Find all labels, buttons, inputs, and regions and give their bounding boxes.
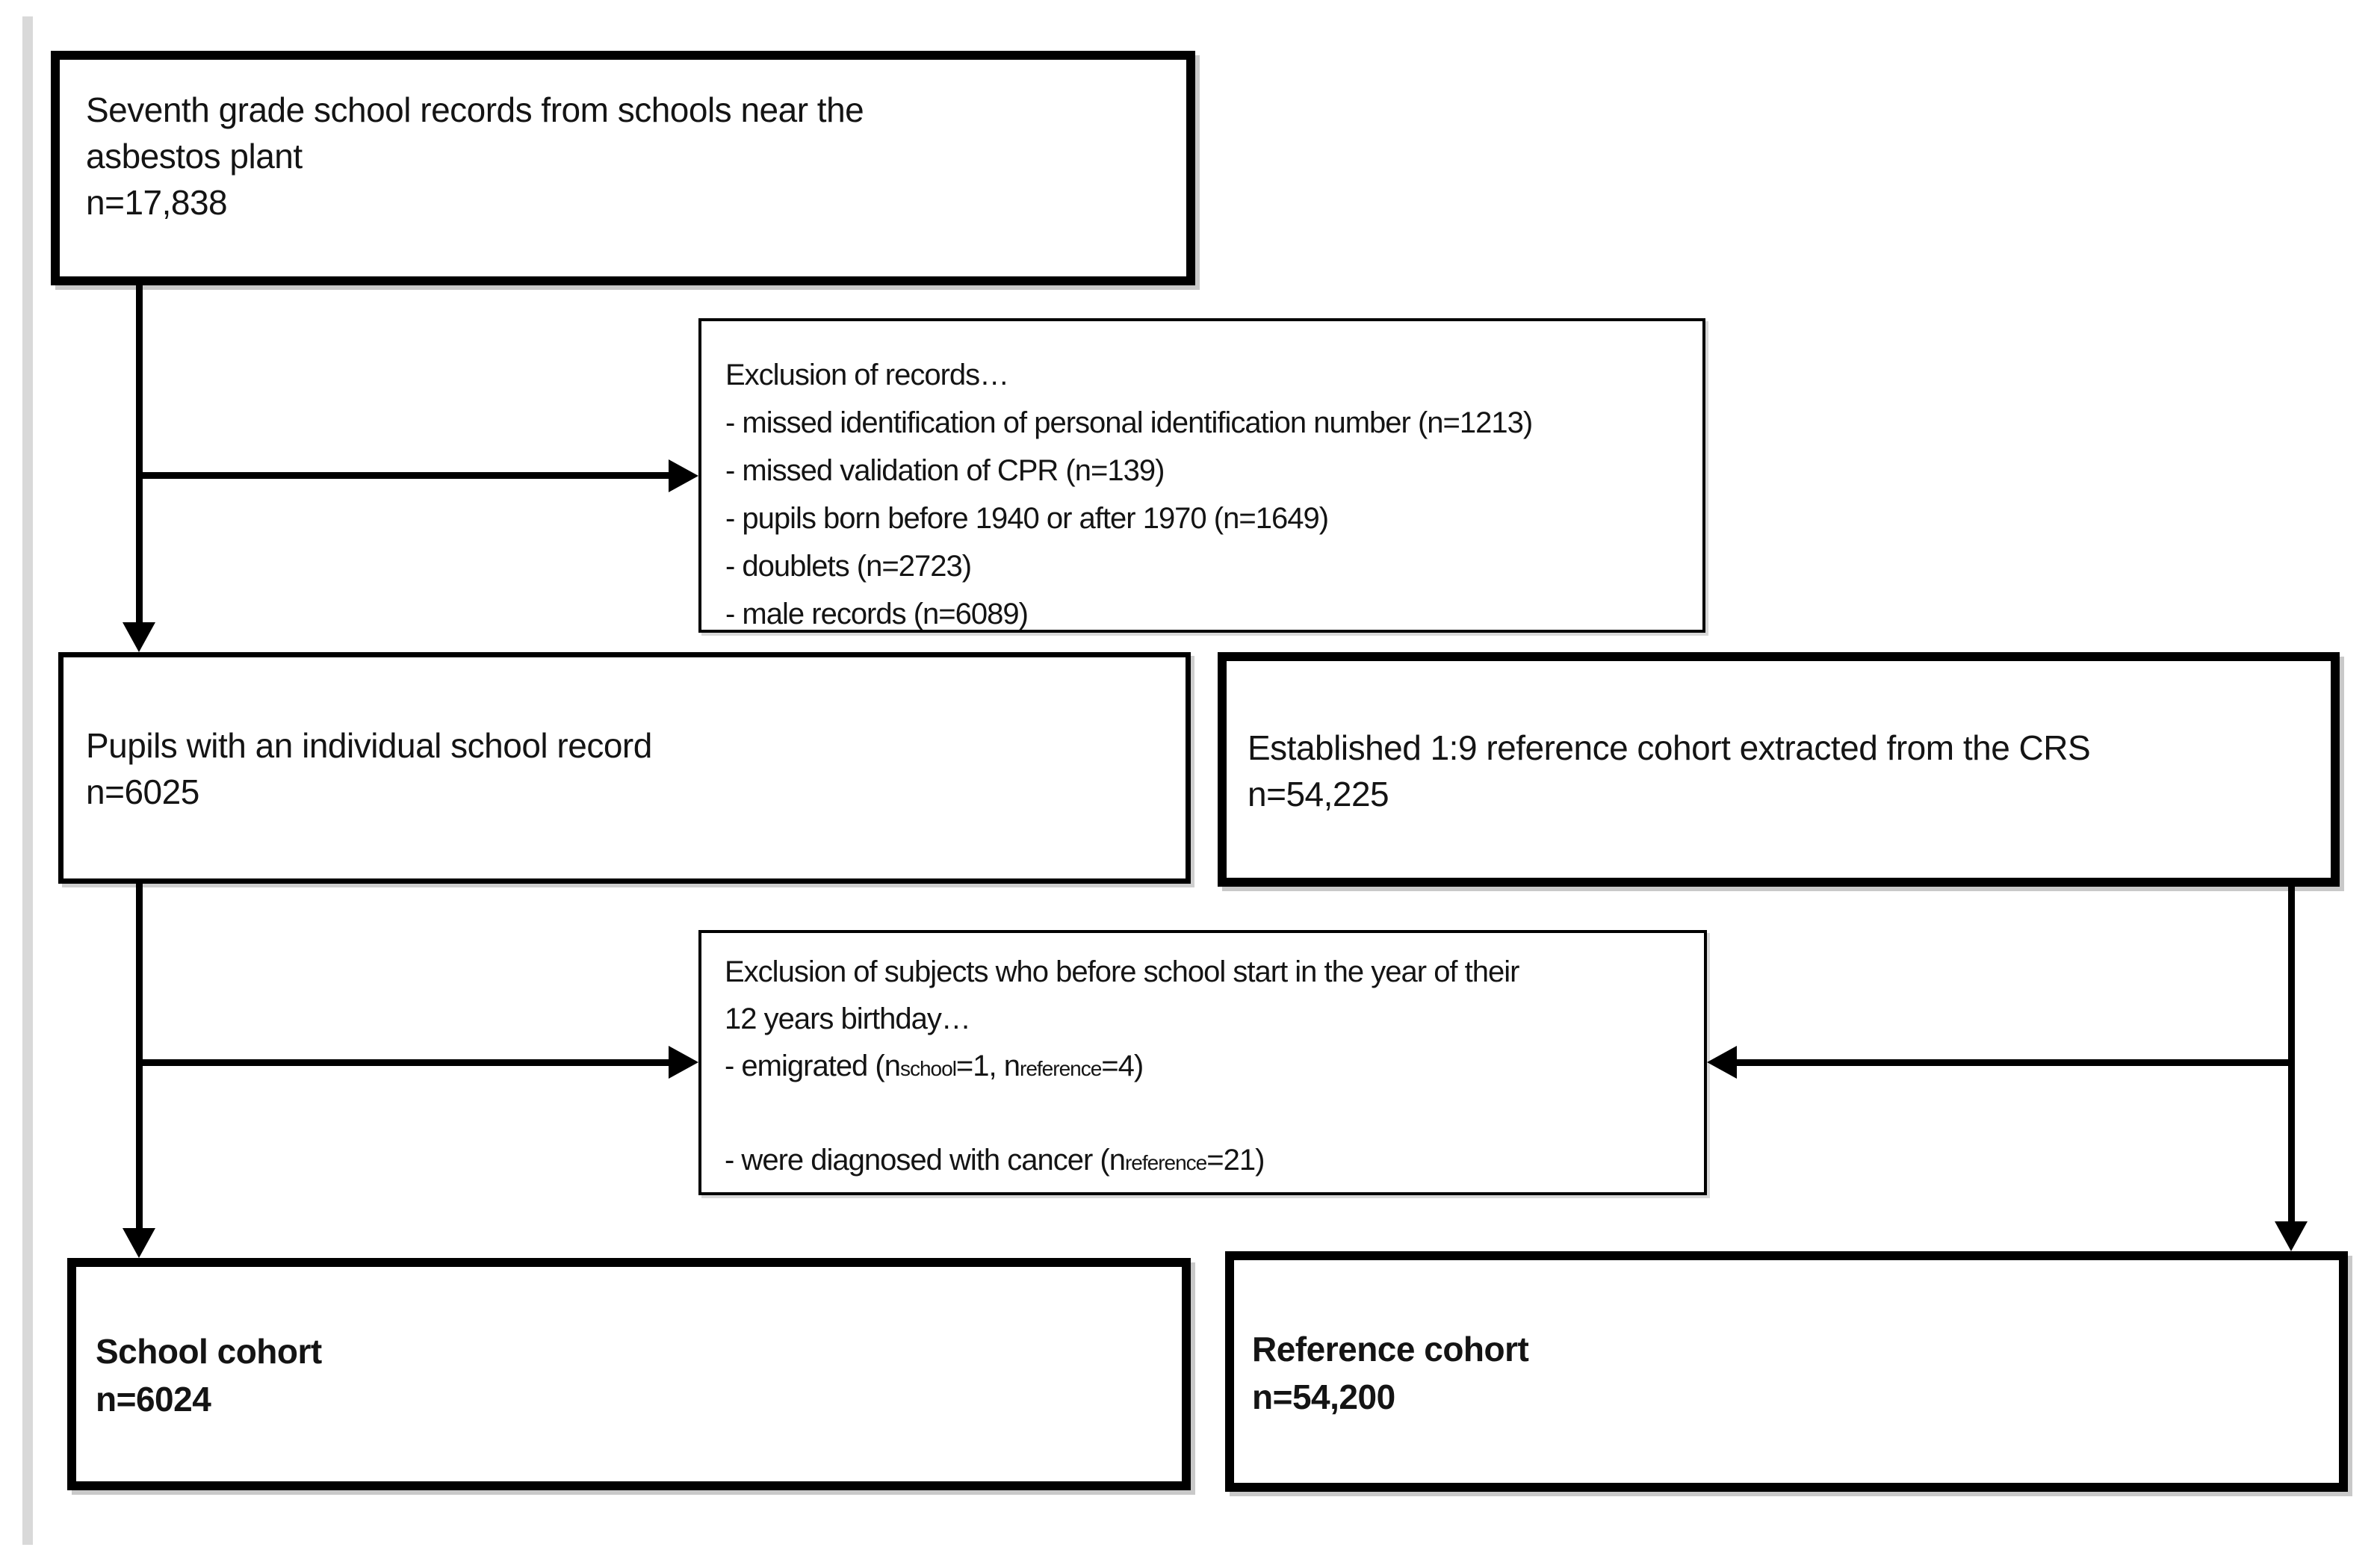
arrow-line-reference-to-reference-cohort [2288,887,2295,1225]
box-reference-cohort: Reference cohort n=54,200 [1225,1251,2348,1492]
established-count: n=54,225 [1248,775,1389,813]
arrow-line-pupils-to-school-cohort [136,884,143,1231]
pupils-count: n=6025 [86,772,199,811]
arrowhead-right-to-exclusion1 [669,459,698,492]
emigrated-sub-reference: reference [1020,1057,1102,1080]
box-exclusion-of-subjects: Exclusion of subjects who before school … [698,930,1707,1195]
reference-cohort-count: n=54,200 [1252,1377,1395,1416]
cancer-text: - were diagnosed with cancer (n [725,1144,1126,1177]
box-established-reference-cohort: Established 1:9 reference cohort extract… [1218,652,2340,887]
box-source-records: Seventh grade school records from school… [51,51,1195,285]
source-records-line2: asbestos plant [86,137,303,176]
exclusion1-item-missed-id: - missed identification of personal iden… [725,406,1533,439]
exclusion2-title-line1: Exclusion of subjects who before school … [725,955,1519,988]
arrow-line-source-to-pupils [136,285,143,626]
exclusion2-item-cancer: - were diagnosed with cancer (nreference… [725,1137,1693,1184]
emigrated-text2: =1, n [955,1050,1020,1082]
arrow-line-to-exclusion1 [136,472,672,479]
emigrated-text3: =4) [1101,1050,1144,1082]
arrow-line-to-exclusion2-left [136,1059,672,1066]
page-margin-strip [22,16,33,1545]
exclusion1-item-missed-cpr: - missed validation of CPR (n=139) [725,454,1165,487]
exclusion1-item-born: - pupils born before 1940 or after 1970 … [725,502,1329,535]
arrowhead-down-to-reference-cohort [2275,1221,2308,1251]
emigrated-sub-school: school [899,1057,957,1080]
cancer-text2: =21) [1206,1144,1265,1177]
exclusion1-title: Exclusion of records… [725,359,1009,391]
source-records-line1: Seventh grade school records from school… [86,90,864,129]
school-cohort-count: n=6024 [96,1380,211,1419]
exclusion2-title-line2: 12 years birthday… [725,1002,971,1035]
arrow-line-to-exclusion2-right [1733,1059,2295,1066]
pupils-line1: Pupils with an individual school record [86,726,652,765]
established-line1: Established 1:9 reference cohort extract… [1248,728,2091,767]
box-pupils-individual-record: Pupils with an individual school record … [58,652,1191,884]
exclusion1-item-doublets: - doublets (n=2723) [725,550,972,583]
reference-cohort-title: Reference cohort [1252,1330,1529,1369]
exclusion1-item-male: - male records (n=6089) [725,598,1029,630]
box-school-cohort: School cohort n=6024 [67,1258,1191,1490]
arrowhead-left-to-exclusion2 [1707,1046,1737,1079]
box-exclusion-of-records: Exclusion of records… - missed identific… [698,318,1705,633]
blank-line [725,1090,1693,1137]
arrowhead-down-to-school-cohort [123,1228,155,1258]
arrowhead-down-to-pupils [123,622,155,652]
exclusion2-item-emigrated: - emigrated (nschool=1, nreference=4) [725,1043,1693,1090]
school-cohort-title: School cohort [96,1332,322,1371]
emigrated-text: - emigrated (n [725,1050,901,1082]
cancer-sub-reference: reference [1124,1151,1207,1174]
source-records-count: n=17,838 [86,183,228,222]
arrowhead-right-to-exclusion2 [669,1046,698,1079]
